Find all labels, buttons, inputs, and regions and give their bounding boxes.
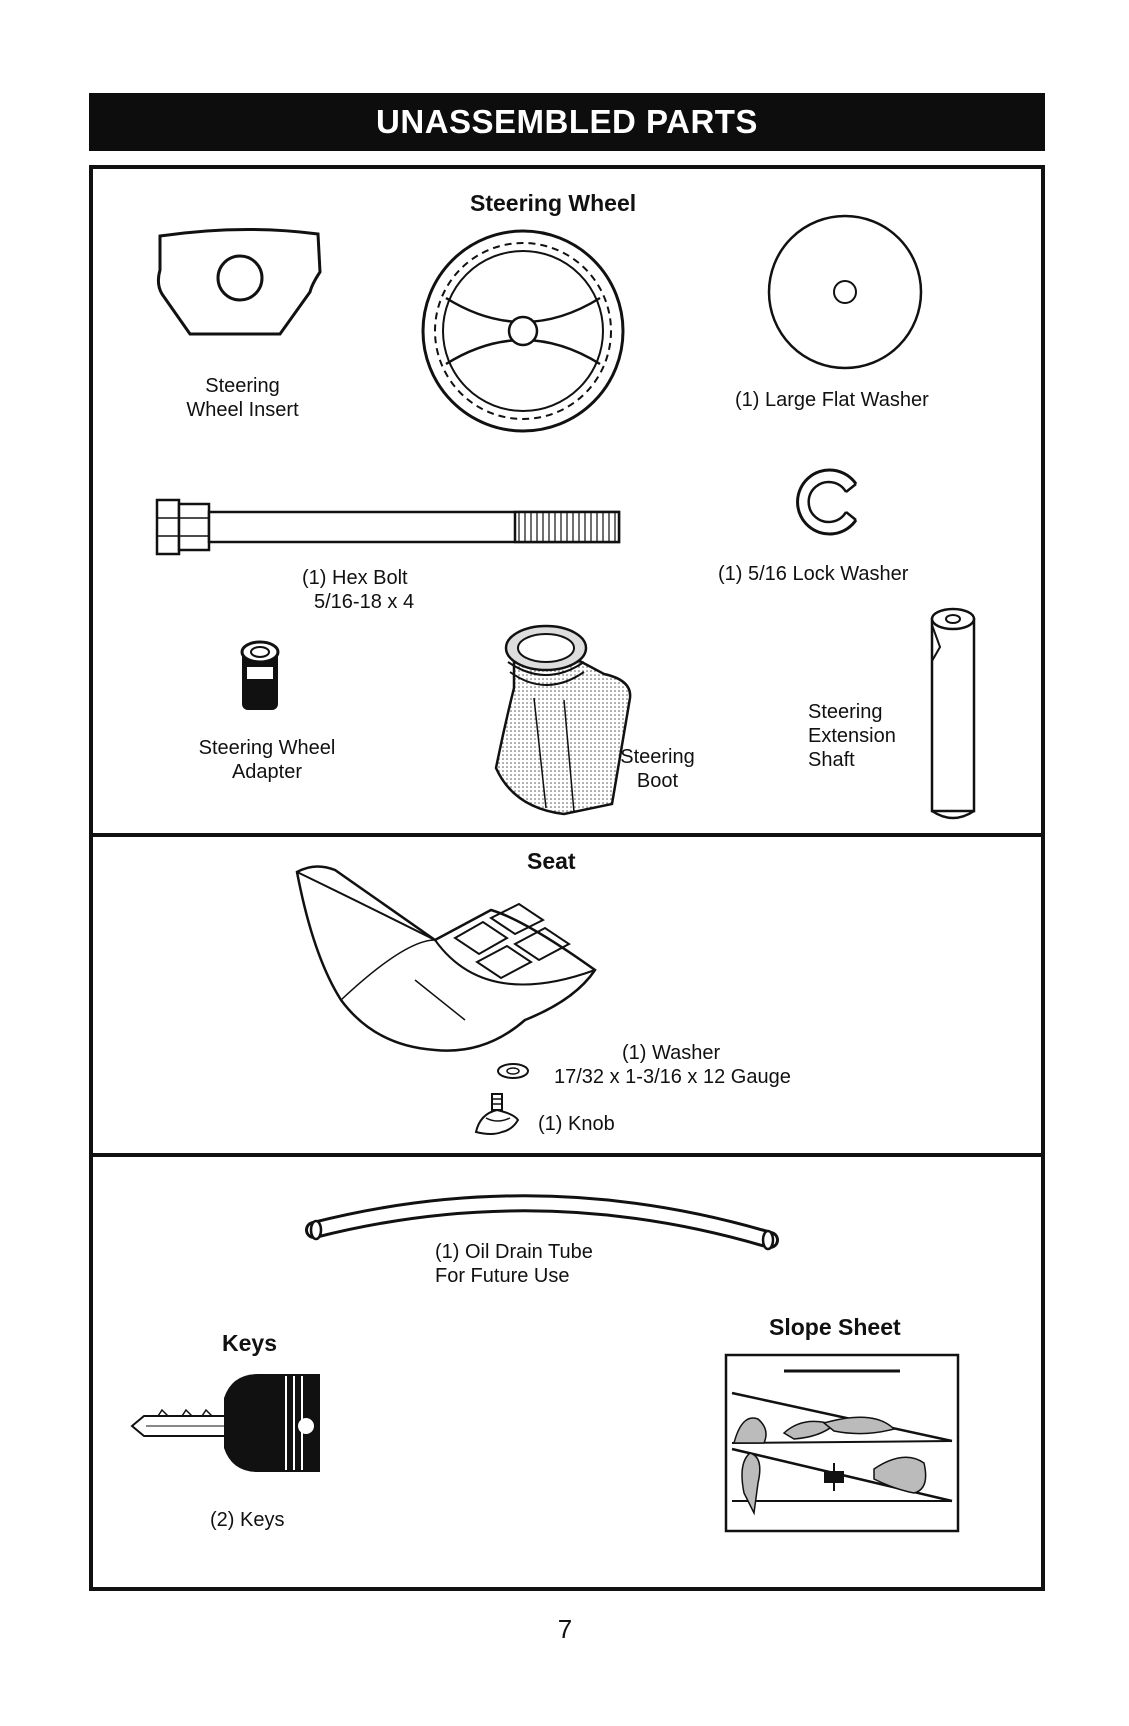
steering-extension-shaft-label: Steering Extension Shaft [808,700,896,772]
lock-washer-label: (1) 5/16 Lock Washer [718,562,908,586]
hex-bolt-icon [155,496,625,558]
keys-heading: Keys [222,1330,277,1357]
keys-label: (2) Keys [210,1508,284,1532]
lock-washer-icon [790,462,870,542]
steering-wheel-insert-label: Steering Wheel Insert [160,374,325,422]
section-banner: UNASSEMBLED PARTS [89,93,1045,151]
oil-drain-tube-label: (1) Oil Drain Tube For Future Use [435,1240,593,1288]
steering-boot-label: Steering Boot [610,745,705,793]
slope-sheet-icon [724,1353,960,1533]
large-flat-washer-label: (1) Large Flat Washer [735,388,929,412]
steering-wheel-insert-icon [150,222,335,352]
steering-wheel-adapter-label: Steering Wheel Adapter [182,736,352,784]
slope-sheet-heading: Slope Sheet [769,1314,901,1341]
knob-icon [472,1092,522,1138]
large-flat-washer-icon [765,212,925,372]
seat-icon [295,860,665,1060]
hex-bolt-label: (1) Hex Bolt 5/16-18 x 4 [302,566,414,614]
washer-icon [496,1062,530,1080]
washer-label: (1) Washer 17/32 x 1-3/16 x 12 Gauge [554,1041,791,1089]
page-number: 7 [540,1614,590,1645]
knob-label: (1) Knob [538,1112,615,1136]
steering-extension-shaft-icon [928,605,978,823]
steering-wheel-icon [418,226,628,436]
key-icon [128,1372,324,1474]
steering-wheel-adapter-icon [238,640,282,714]
steering-wheel-heading: Steering Wheel [470,190,636,217]
